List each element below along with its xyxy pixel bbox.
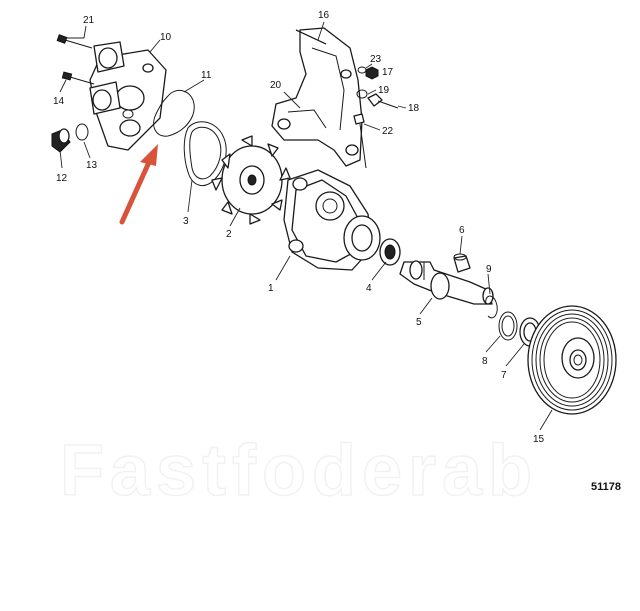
- part-10-cover-housing: [89, 41, 167, 151]
- part-15-pulley: [527, 305, 617, 415]
- callout-17: 17: [382, 67, 394, 78]
- leader-lines: [59, 21, 553, 431]
- part-17-nut: [365, 66, 379, 80]
- callout-7: 7: [501, 370, 507, 381]
- callout-23: 23: [370, 54, 382, 65]
- part-16-stud: [295, 29, 327, 45]
- part-4-bearing: [379, 238, 401, 266]
- callout-3: 3: [183, 216, 189, 227]
- callout-21: 21: [83, 15, 95, 26]
- part-5-shaft: [399, 260, 494, 305]
- part-8-o-ring: [498, 311, 518, 341]
- part-9-snap-ring: [485, 295, 498, 319]
- callout-20: 20: [270, 80, 282, 91]
- part-20-mounting-bracket: [271, 27, 363, 167]
- watermark: Fastfoderab: [60, 431, 538, 511]
- part-1-pump-body: [283, 169, 381, 271]
- callout-12: 12: [56, 173, 68, 184]
- part-21-screw: [56, 34, 93, 49]
- callout-2: 2: [226, 229, 232, 240]
- part-11-gasket: [153, 89, 195, 137]
- callout-19: 19: [378, 85, 390, 96]
- figure-number: 51178: [591, 481, 621, 493]
- callout-22: 22: [382, 126, 394, 137]
- part-19-washer: [356, 89, 368, 99]
- part-2-impeller: [211, 135, 291, 225]
- part-23-washer: [357, 66, 367, 74]
- part-22-bolt: [353, 113, 367, 169]
- callout-5: 5: [416, 317, 422, 328]
- callout-15: 15: [533, 434, 545, 445]
- callout-8: 8: [482, 356, 488, 367]
- part-14-screw: [61, 71, 95, 85]
- callout-13: 13: [86, 160, 98, 171]
- part-18-bolt: [367, 93, 399, 109]
- callout-16: 16: [318, 10, 330, 21]
- callout-6: 6: [459, 225, 465, 236]
- callout-18: 18: [408, 103, 420, 114]
- callout-11: 11: [201, 70, 212, 81]
- callout-1: 1: [268, 283, 274, 294]
- callout-4: 4: [366, 283, 372, 294]
- callout-labels: 21 10 11 14 12 13 3 2 1 16 20 23 17 19 1…: [53, 10, 545, 445]
- part-13-o-ring: [75, 123, 89, 141]
- part-12-sensor: [51, 128, 71, 153]
- callout-14: 14: [53, 96, 65, 107]
- part-3-gasket: [183, 121, 227, 187]
- callout-9: 9: [486, 264, 492, 275]
- callout-10: 10: [160, 32, 172, 43]
- part-6-pin: [453, 253, 471, 273]
- highlight-arrow: [119, 144, 158, 225]
